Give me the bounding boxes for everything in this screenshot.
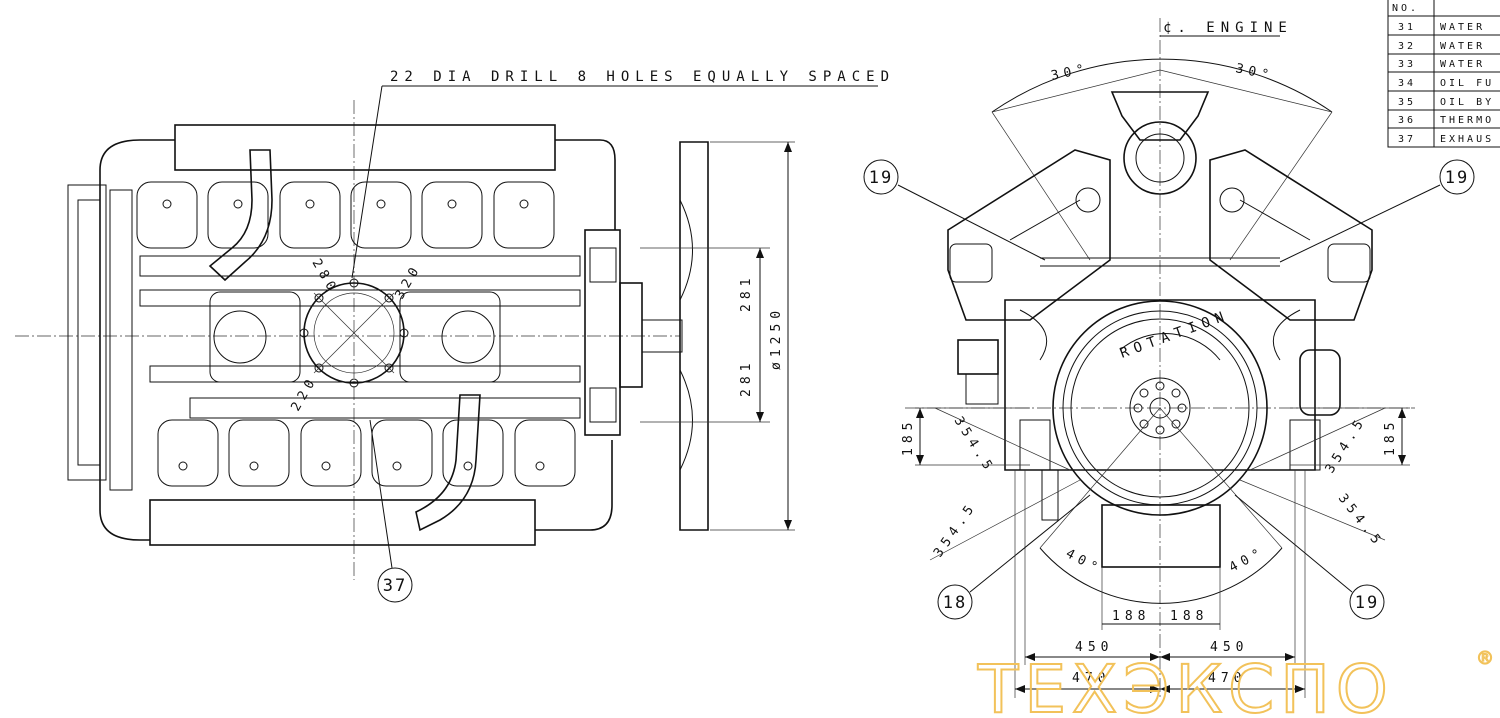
- table-row-desc: THERMO: [1440, 115, 1494, 126]
- exhaust-flange: [299, 278, 409, 388]
- dim-470-right: 470: [1208, 671, 1246, 686]
- dim-fan-diameter: ø1250: [769, 306, 784, 370]
- table-row-no: 37: [1398, 134, 1416, 145]
- table-header-no: NO.: [1392, 3, 1419, 14]
- table-row-desc: WATER: [1440, 22, 1485, 33]
- angle-30-left: 30°: [1050, 61, 1091, 84]
- balloon-37: [377, 567, 413, 603]
- top-view: 22 DIA DRILL 8 HOLES EQUALLY SPACED: [15, 69, 895, 603]
- balloon-19-right: [1439, 159, 1475, 195]
- dim-450-right: 450: [1210, 640, 1248, 655]
- registered-mark: ®: [1476, 648, 1494, 669]
- dim-354-5-ll: 354.5: [931, 499, 980, 560]
- table-row-no: 31: [1398, 22, 1416, 33]
- svg-text:37: 37: [383, 576, 407, 596]
- table-row-no: 33: [1398, 59, 1416, 70]
- table-row-desc: OIL BY: [1440, 97, 1494, 108]
- table-row-no: 34: [1398, 78, 1416, 89]
- table-row-no: 32: [1398, 41, 1416, 52]
- svg-text:19: 19: [869, 168, 893, 188]
- angle-40-left: 40°: [1063, 546, 1104, 577]
- svg-text:18: 18: [943, 593, 967, 613]
- balloon-19-left: [863, 159, 899, 195]
- bolt-circle-320: 320: [392, 261, 424, 302]
- svg-text:19: 19: [1355, 593, 1379, 613]
- dim-281-upper: 281: [739, 274, 754, 312]
- table-row-desc: EXHAUS: [1440, 134, 1494, 145]
- cylinder-heads-top: [136, 181, 555, 249]
- angle-40-right: 40°: [1227, 544, 1268, 575]
- table-row-no: 35: [1398, 97, 1416, 108]
- watermark-text: ТЕХЭКСПО: [977, 651, 1394, 718]
- dim-470-left: 470: [1072, 671, 1110, 686]
- dim-185-right: 185: [1383, 418, 1398, 456]
- watermark-logo: ТЕХЭКСПО ®: [976, 647, 1495, 718]
- engine-centerline-label: ¢. ENGINE: [1163, 20, 1293, 36]
- bolt-circle-280: 280: [309, 257, 341, 298]
- dim-354-5-lr: 354.5: [1335, 491, 1386, 551]
- table-row-desc: WATER: [1440, 59, 1485, 70]
- bolt-circle-220: 220: [288, 373, 320, 414]
- dim-354-5-ul: 354.5: [951, 414, 998, 476]
- flywheel-bolts: [1133, 381, 1187, 435]
- dim-188-left: 188: [1112, 609, 1150, 624]
- table-row-no: 36: [1398, 115, 1416, 126]
- dim-188-right: 188: [1170, 609, 1208, 624]
- cylinder-heads-bottom: [157, 419, 576, 487]
- parts-table: NO. 31 WATER 32 WATER 33 WATER 34 OIL FU…: [1387, 0, 1500, 148]
- table-row-desc: WATER: [1440, 41, 1485, 52]
- table-row-desc: OIL FU: [1440, 78, 1494, 89]
- dim-450-left: 450: [1075, 640, 1113, 655]
- balloon-19-bottom: [1349, 584, 1385, 620]
- angle-30-right: 30°: [1234, 61, 1275, 84]
- balloon-18: [937, 584, 973, 620]
- end-view: ¢. ENGINE 30° 30°: [863, 18, 1475, 700]
- dim-281-lower: 281: [739, 359, 754, 397]
- dim-185-left: 185: [901, 418, 916, 456]
- drill-note: 22 DIA DRILL 8 HOLES EQUALLY SPACED: [390, 69, 895, 85]
- dim-354-5-ur: 354.5: [1323, 414, 1370, 476]
- svg-text:19: 19: [1445, 168, 1469, 188]
